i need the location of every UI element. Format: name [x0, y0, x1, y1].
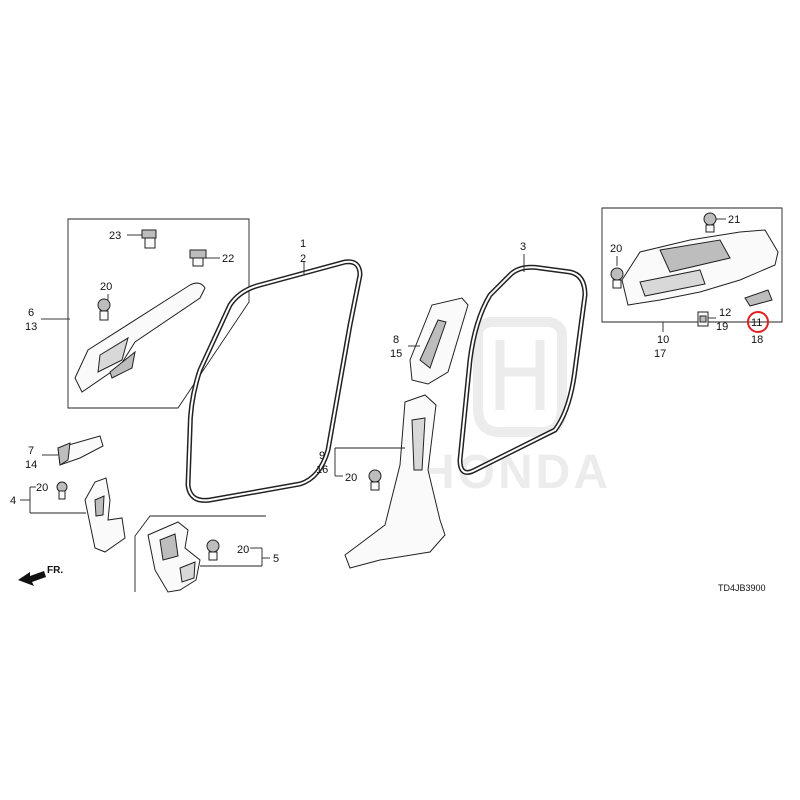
watermark-logo: HONDA: [420, 317, 611, 499]
callout-12: 12: [719, 307, 731, 319]
clip-22: [189, 249, 207, 267]
callout-20-lower-lining: 20: [237, 544, 249, 556]
callout-13: 13: [25, 321, 37, 333]
clip-20-rear-trim: [610, 267, 624, 289]
clip-23: [141, 229, 157, 249]
callout-2: 2: [300, 253, 306, 265]
callout-8: 8: [393, 334, 399, 346]
callout-4: 4: [10, 495, 16, 507]
group-frame-pillar-a: [67, 218, 250, 409]
b-pillar-upper-garnish: [409, 297, 469, 385]
callout-21: 21: [728, 214, 740, 226]
callout-10: 10: [657, 334, 669, 346]
callout-20-front-lining: 20: [36, 482, 48, 494]
callout-14: 14: [25, 459, 37, 471]
callout-17: 17: [654, 348, 666, 360]
side-lining-4: [84, 477, 126, 553]
callout-11: 11: [751, 317, 762, 329]
bracket-7: [57, 435, 104, 466]
a-pillar-garnish: [74, 282, 206, 393]
group-frame-side-lining: [134, 515, 266, 592]
diagram-code: TD4JB3900: [718, 583, 766, 593]
clip-20-front-lining: [56, 481, 68, 500]
clip-20-a-pillar: [97, 298, 111, 321]
callout-23: 23: [109, 230, 121, 242]
clip-20-lower-lining: [206, 539, 220, 561]
callout-3: 3: [520, 241, 526, 253]
callout-22: 22: [222, 253, 234, 265]
callout-6: 6: [28, 307, 34, 319]
callout-18: 18: [751, 334, 763, 346]
callout-5: 5: [273, 553, 279, 565]
clip-20-b-pillar: [368, 469, 382, 491]
front-door-weatherstrip: [185, 259, 363, 503]
callout-7: 7: [28, 445, 34, 457]
front-label: FR.: [47, 565, 63, 576]
callout-9: 9: [319, 450, 325, 462]
group-frame-rear-trim: [601, 207, 783, 323]
front-direction-arrow: FR.: [18, 565, 63, 586]
watermark-text: HONDA: [420, 446, 611, 499]
callout-1: 1: [300, 238, 306, 250]
callout-15: 15: [390, 348, 402, 360]
highlight-ring: [747, 311, 769, 333]
clip-21: [703, 212, 717, 233]
side-lining-5: [147, 521, 201, 593]
callout-19: 19: [716, 321, 728, 333]
b-pillar-lower-garnish: [344, 394, 446, 569]
rear-door-weatherstrip: [457, 264, 588, 475]
cap-11: [744, 289, 773, 307]
rear-side-trim: [621, 229, 779, 306]
callout-20-a-pillar: 20: [100, 281, 112, 293]
callout-20-b-pillar: 20: [345, 472, 357, 484]
callout-20-rear-trim: 20: [610, 243, 622, 255]
clip-12: [697, 311, 709, 327]
callout-16: 16: [316, 464, 328, 476]
